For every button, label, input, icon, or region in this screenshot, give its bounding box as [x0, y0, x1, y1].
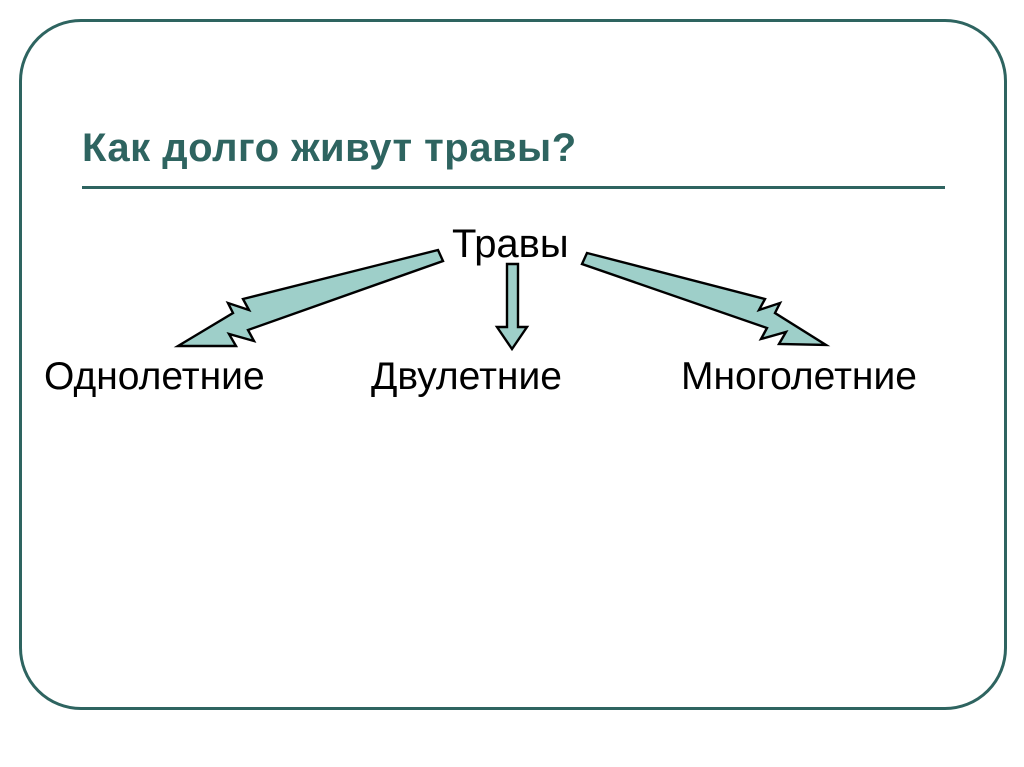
arrow-down-icon — [494, 262, 530, 352]
diagram-node-perennial: Многолетние — [681, 355, 917, 398]
diagram-node-root: Травы — [452, 222, 569, 266]
arrow-right-down-icon — [580, 251, 831, 347]
diagram-node-annual: Однолетние — [44, 355, 265, 398]
title-block: Как долго живут травы? — [82, 124, 946, 189]
page-title: Как долго живут травы? — [82, 126, 577, 170]
arrow-left-down-icon — [173, 248, 445, 348]
title-underline-rule — [82, 186, 945, 189]
diagram-node-biennial: Двулетние — [371, 355, 562, 398]
